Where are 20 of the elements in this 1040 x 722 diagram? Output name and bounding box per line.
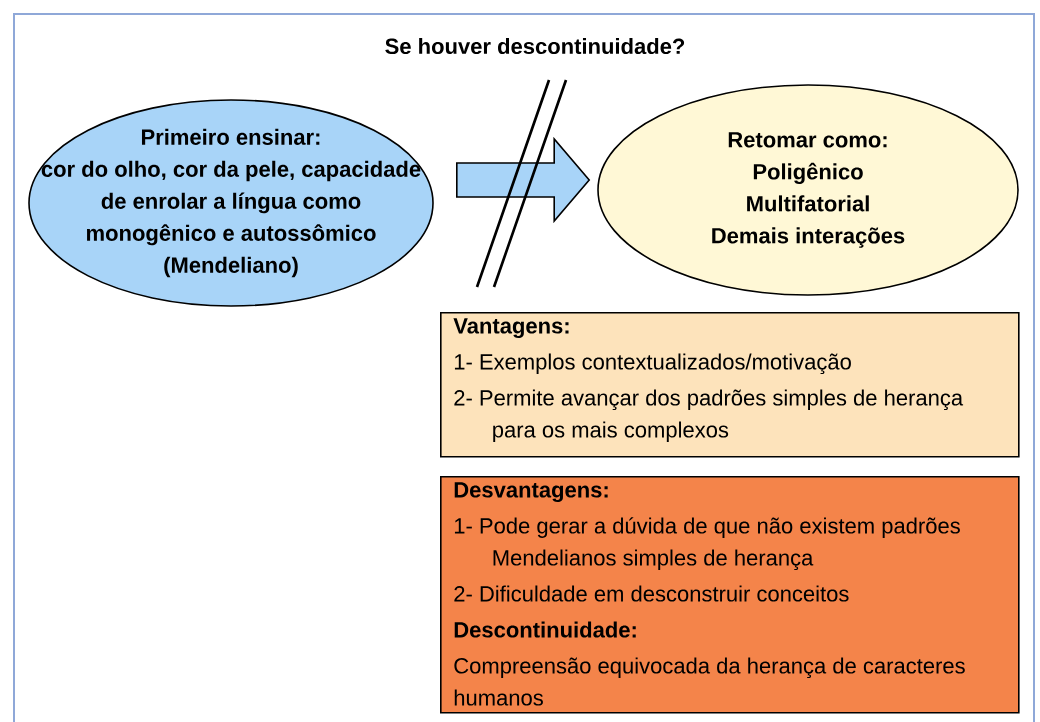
box-heading: Descontinuidade:: [454, 621, 636, 638]
list-item: 2- Dificuldade em desconstruir conceitos: [454, 585, 849, 602]
ellipse-text: Multifatorial: [747, 195, 869, 212]
question-label: Se houver descontinuidade?: [385, 37, 685, 55]
list-item: 1- Pode gerar a dúvida de que não existem padrões Mendelianos simples de herança: [454, 517, 960, 571]
ellipse: [28, 99, 434, 307]
ellipse-text: Demais interações: [712, 227, 905, 248]
ellipse-text: Poligênico: [753, 162, 863, 184]
text-box: [440, 476, 1020, 714]
box-heading: Desvantagens:: [454, 482, 608, 503]
box-heading: Vantagens:: [453, 318, 569, 339]
ellipse-text: Retomar como:: [728, 132, 887, 148]
ellipse: [597, 84, 1019, 296]
ellipse-text: cor do olho, cor da pele, capacidade de enrolar a língua como monogênico e autossômico (Mendeliano): [41, 160, 421, 278]
list-item: 1- Exemplos contextualizados/motivação: [454, 353, 851, 375]
text-box: [440, 312, 1020, 458]
list-item: 2- Permite avançar dos padrões simples de herança para os mais complexos: [454, 389, 964, 442]
ellipse-text: Primeiro ensinar:: [142, 128, 320, 145]
box-text: Compreensão equivocada da herança de caracteres humanos: [454, 657, 965, 706]
block-arrow: [456, 136, 591, 224]
